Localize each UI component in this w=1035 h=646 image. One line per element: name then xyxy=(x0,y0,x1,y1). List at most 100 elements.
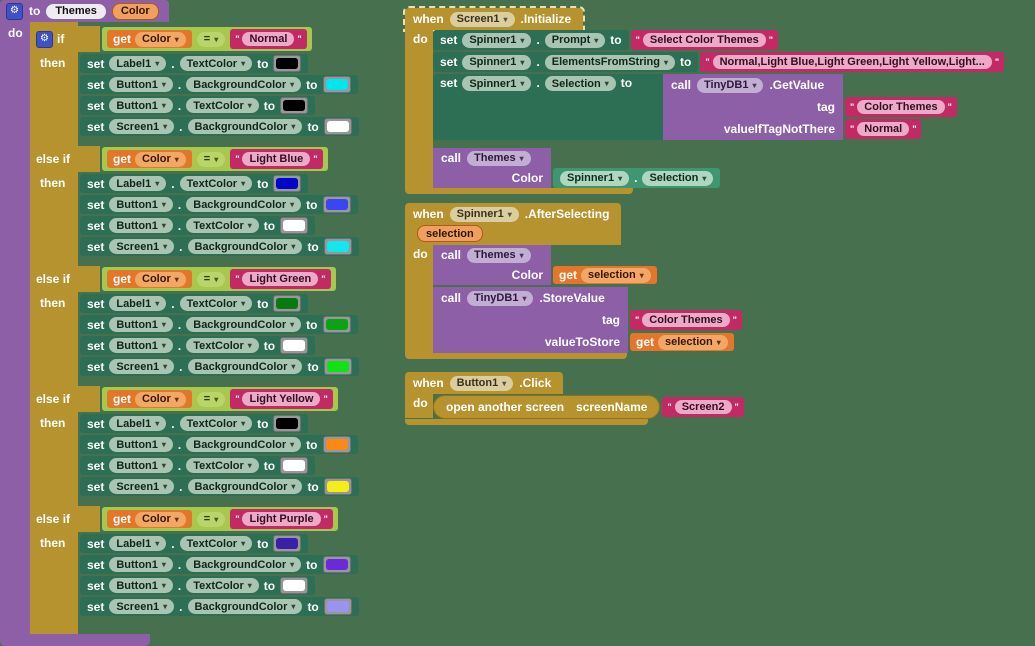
procedure-name-field[interactable]: Themes xyxy=(46,3,106,19)
component-dropdown[interactable]: Button1 xyxy=(109,98,173,113)
set-property-block[interactable]: set Button1 . BackgroundColor to xyxy=(80,75,358,94)
component-dropdown[interactable]: TinyDB1 xyxy=(697,77,764,93)
property-dropdown[interactable]: TextColor xyxy=(186,98,259,113)
string-value[interactable]: Light Blue xyxy=(242,152,311,166)
string-block[interactable]: " Light Purple " xyxy=(230,509,333,529)
color-swatch-block[interactable] xyxy=(323,358,352,375)
event-header[interactable]: when Spinner1 .AfterSelecting selection xyxy=(405,203,622,245)
get-variable-block[interactable]: get selection xyxy=(630,333,734,351)
component-dropdown[interactable]: Screen1 xyxy=(109,239,175,254)
procedure-themes-block[interactable]: to Themes Color do if get Color xyxy=(0,0,359,646)
event-header[interactable]: when Button1 .Click xyxy=(405,372,564,394)
component-dropdown[interactable]: Screen1 xyxy=(109,359,175,374)
string-value[interactable]: Select Color Themes xyxy=(642,33,766,47)
procedure-param-chip[interactable]: Color xyxy=(111,2,159,20)
variable-dropdown[interactable]: Color xyxy=(135,511,186,527)
component-dropdown[interactable]: Button1 xyxy=(109,338,173,353)
property-dropdown[interactable]: BackgroundColor xyxy=(186,437,302,452)
color-swatch-block[interactable] xyxy=(323,478,352,495)
property-dropdown[interactable]: BackgroundColor xyxy=(186,557,302,572)
variable-dropdown[interactable]: Color xyxy=(135,31,186,47)
variable-dropdown[interactable]: Color xyxy=(135,391,186,407)
open-another-screen-block[interactable]: open another screen screenName xyxy=(433,395,661,419)
property-dropdown[interactable]: TextColor xyxy=(186,338,259,353)
string-block[interactable]: " Color Themes " xyxy=(630,310,742,330)
variable-dropdown[interactable]: Color xyxy=(135,151,186,167)
set-property-block[interactable]: set Screen1 . BackgroundColor to xyxy=(80,357,359,376)
property-dropdown[interactable]: BackgroundColor xyxy=(187,119,303,134)
color-swatch-block[interactable] xyxy=(322,316,351,333)
component-dropdown[interactable]: Button1 xyxy=(109,197,173,212)
operator-dropdown[interactable]: = xyxy=(196,271,226,287)
component-dropdown[interactable]: Button1 xyxy=(109,218,173,233)
set-property-block[interactable]: set Button1 . BackgroundColor to xyxy=(80,315,358,334)
string-block[interactable]: " Color Themes " xyxy=(845,97,957,117)
property-dropdown[interactable]: Prompt xyxy=(544,32,606,48)
operator-dropdown[interactable]: = xyxy=(196,511,226,527)
component-property-getter-block[interactable]: Spinner1 . Selection xyxy=(553,168,721,188)
color-swatch-block[interactable] xyxy=(322,196,351,213)
component-dropdown[interactable]: Label1 xyxy=(109,296,167,311)
set-property-block[interactable]: set Button1 . TextColor to xyxy=(80,216,316,235)
string-value[interactable]: Normal xyxy=(242,32,295,46)
string-value[interactable]: Normal xyxy=(857,122,910,136)
when-spinner1-afterselecting-block[interactable]: when Spinner1 .AfterSelecting selection … xyxy=(405,203,742,359)
color-swatch-block[interactable] xyxy=(280,217,309,234)
tinydb-storevalue-block[interactable]: call TinyDB1 .StoreValue tag " Color The… xyxy=(433,287,742,353)
call-themes-block[interactable]: call Themes Color Spinner1 . Selection xyxy=(433,148,721,188)
component-dropdown[interactable]: TinyDB1 xyxy=(467,290,534,306)
component-dropdown[interactable]: Label1 xyxy=(109,56,167,71)
string-block[interactable]: " Light Green " xyxy=(230,269,331,289)
string-block[interactable]: " Light Blue " xyxy=(230,149,323,169)
set-property-block[interactable]: set Button1 . BackgroundColor to xyxy=(80,555,358,574)
color-swatch-block[interactable] xyxy=(273,535,302,552)
event-header[interactable]: when Screen1 .Initialize xyxy=(402,6,586,32)
property-dropdown[interactable]: BackgroundColor xyxy=(187,359,303,374)
component-dropdown[interactable]: Spinner1 xyxy=(449,206,519,222)
set-property-block[interactable]: set Button1 . TextColor to xyxy=(80,456,316,475)
operator-dropdown[interactable]: = xyxy=(196,151,226,167)
property-dropdown[interactable]: TextColor xyxy=(186,578,259,593)
if-mutator-gear-icon[interactable] xyxy=(36,30,53,48)
set-property-block[interactable]: set Button1 . BackgroundColor to xyxy=(80,195,358,214)
property-dropdown[interactable]: BackgroundColor xyxy=(187,479,303,494)
string-block[interactable]: " Screen2 " xyxy=(662,397,744,417)
set-property-block[interactable]: set Button1 . TextColor to xyxy=(80,96,316,115)
tinydb-getvalue-block[interactable]: call TinyDB1 .GetValue tag " Color Theme… xyxy=(663,74,957,140)
procedure-dropdown[interactable]: Themes xyxy=(467,150,531,166)
variable-dropdown[interactable]: Color xyxy=(135,271,186,287)
color-swatch-block[interactable] xyxy=(273,55,302,72)
string-block[interactable]: " Normal " xyxy=(845,119,922,139)
set-property-block[interactable]: set Label1 . TextColor to xyxy=(80,414,309,433)
property-dropdown[interactable]: TextColor xyxy=(179,296,253,311)
component-dropdown[interactable]: Screen1 xyxy=(109,479,175,494)
property-dropdown[interactable]: BackgroundColor xyxy=(187,239,303,254)
set-property-block[interactable]: set Screen1 . BackgroundColor to xyxy=(80,117,359,136)
property-dropdown[interactable]: TextColor xyxy=(186,458,259,473)
color-swatch-block[interactable] xyxy=(280,577,309,594)
property-dropdown[interactable]: TextColor xyxy=(179,416,253,431)
set-property-block[interactable]: set Label1 . TextColor to xyxy=(80,294,309,313)
component-dropdown[interactable]: Spinner1 xyxy=(462,54,532,70)
property-dropdown[interactable]: BackgroundColor xyxy=(187,599,303,614)
component-dropdown[interactable]: Spinner1 xyxy=(462,32,532,48)
component-dropdown[interactable]: Button1 xyxy=(109,437,173,452)
variable-dropdown[interactable]: selection xyxy=(581,267,651,283)
set-property-block[interactable]: set Screen1 . BackgroundColor to xyxy=(80,237,359,256)
component-dropdown[interactable]: Button1 xyxy=(109,458,173,473)
color-swatch-block[interactable] xyxy=(323,598,352,615)
set-property-block[interactable]: set Button1 . TextColor to xyxy=(80,336,316,355)
component-dropdown[interactable]: Button1 xyxy=(109,77,173,92)
component-dropdown[interactable]: Button1 xyxy=(109,578,173,593)
property-dropdown[interactable]: TextColor xyxy=(179,536,253,551)
component-dropdown[interactable]: Screen1 xyxy=(109,599,175,614)
set-property-block[interactable]: set Spinner1 . ElementsFromString to xyxy=(433,52,699,72)
set-property-block[interactable]: set Button1 . TextColor to xyxy=(80,576,316,595)
get-variable-block[interactable]: get Color xyxy=(107,150,192,168)
equals-comparison-block[interactable]: get Color = " Light Yellow " xyxy=(102,387,338,411)
property-dropdown[interactable]: BackgroundColor xyxy=(186,317,302,332)
get-variable-block[interactable]: get Color xyxy=(107,510,192,528)
string-value[interactable]: Light Yellow xyxy=(242,392,321,406)
set-property-block[interactable]: set Button1 . BackgroundColor to xyxy=(80,435,358,454)
string-block[interactable]: " Normal,Light Blue,Light Green,Light Ye… xyxy=(700,52,1005,72)
